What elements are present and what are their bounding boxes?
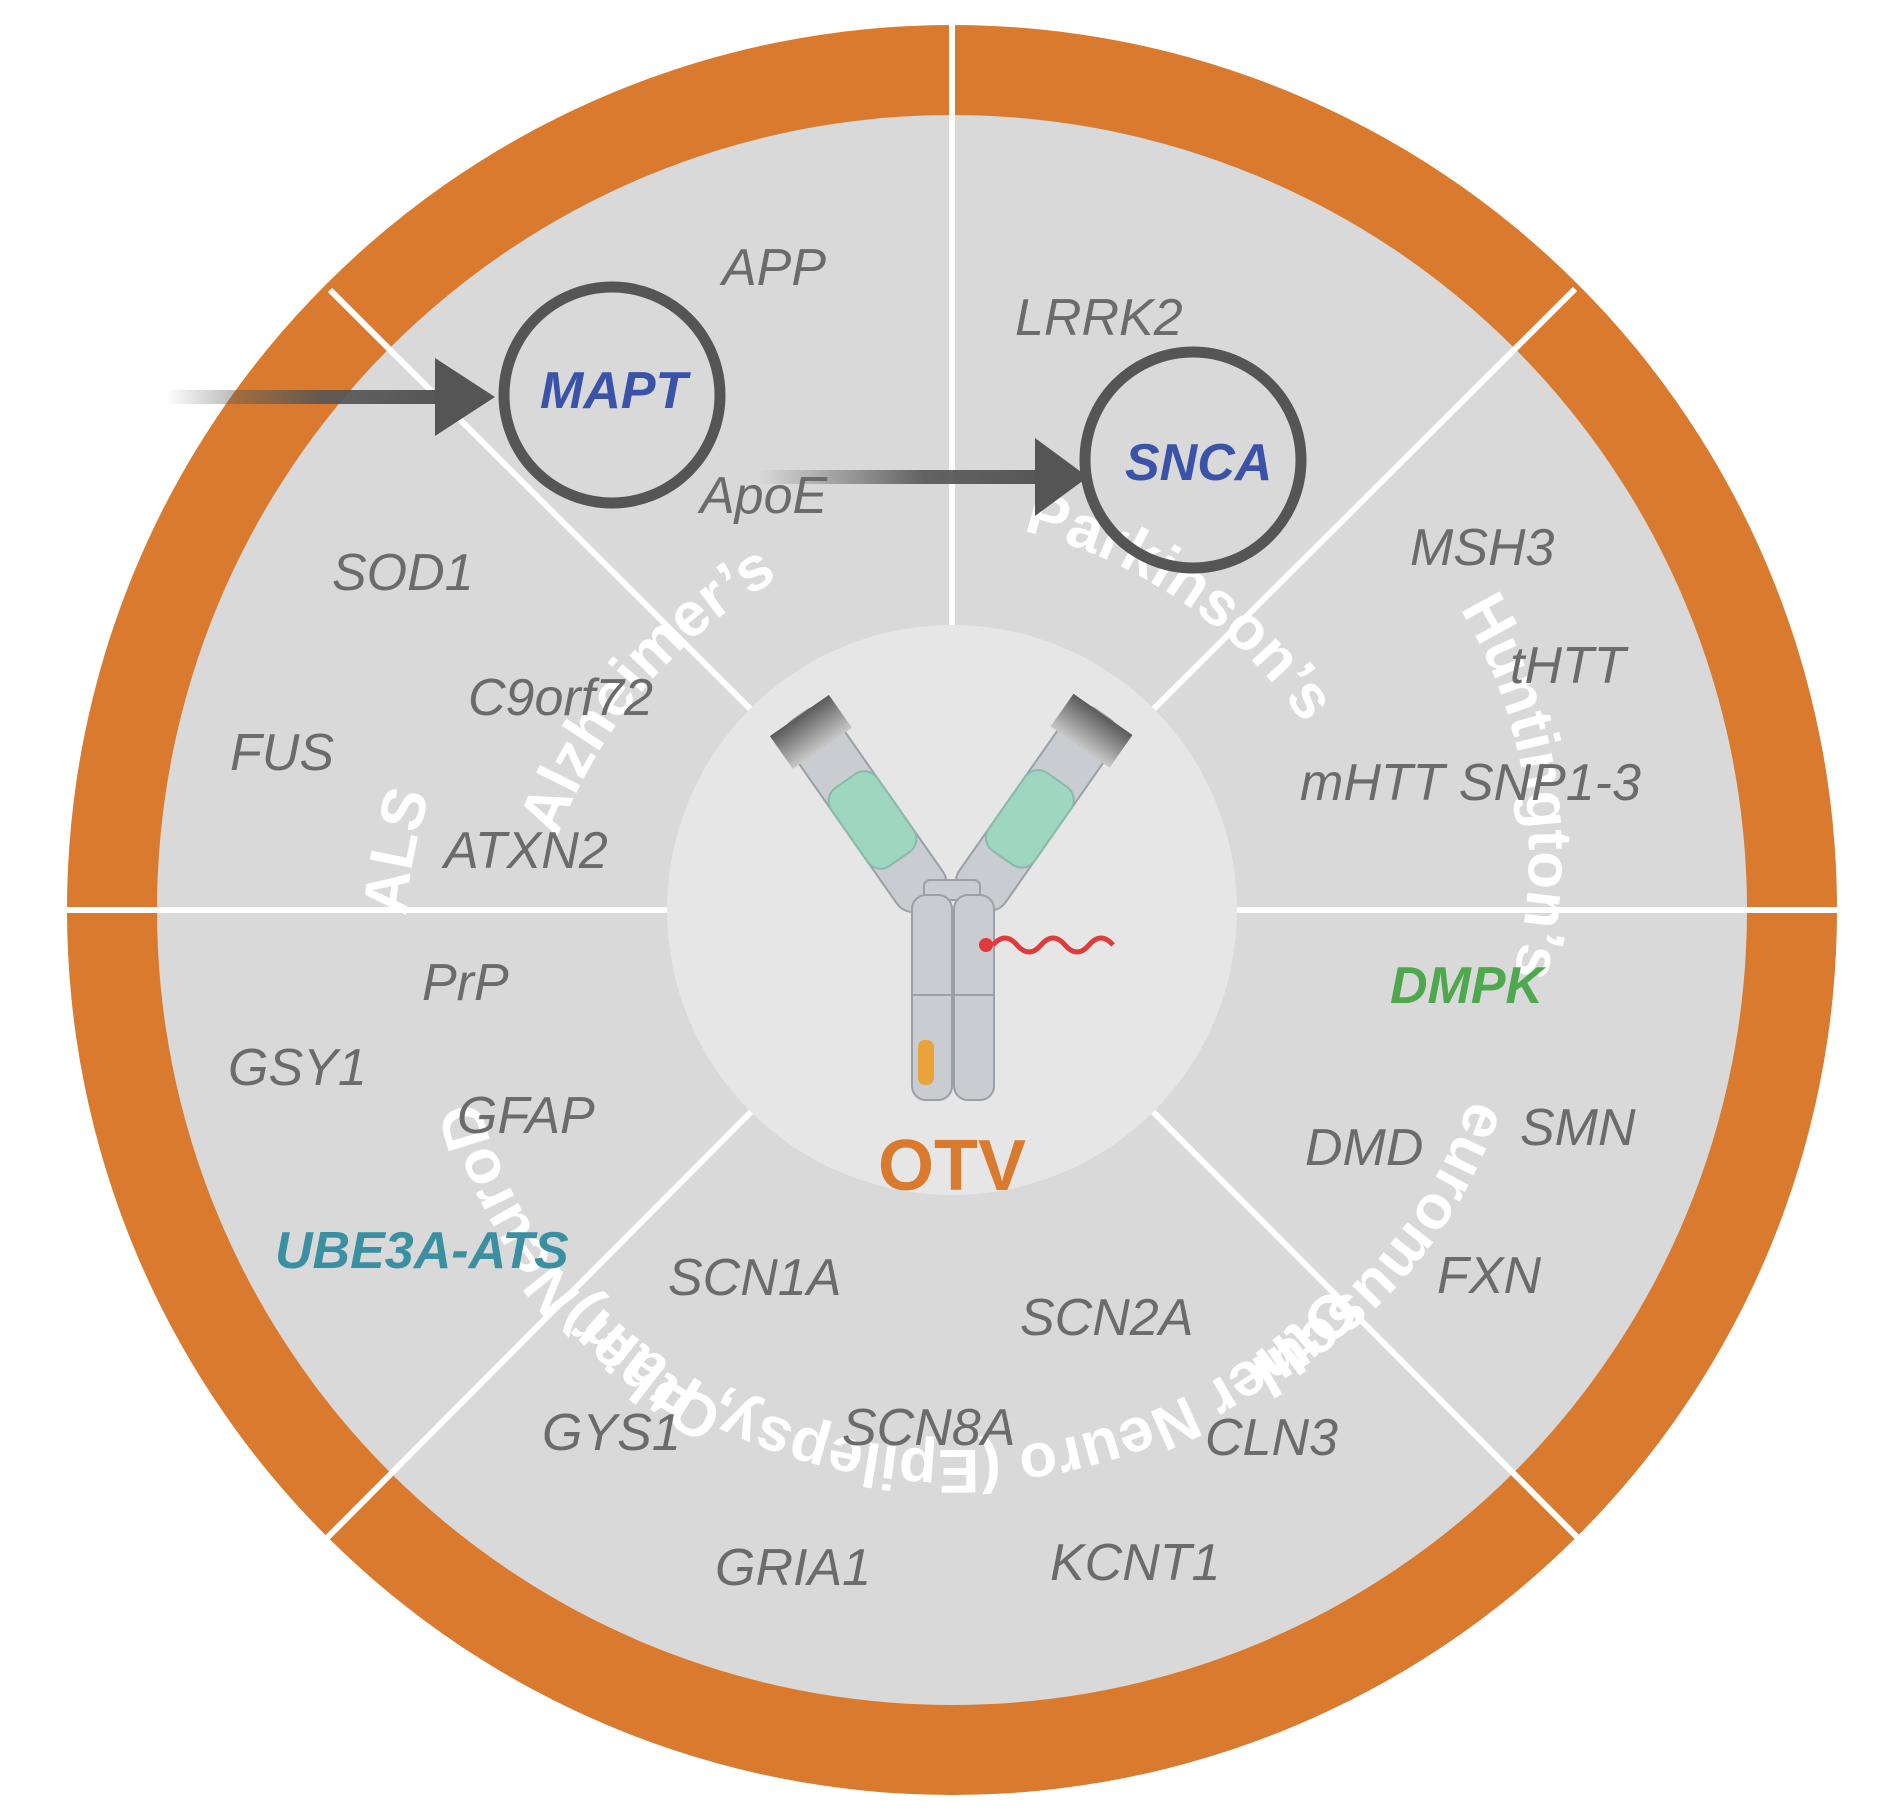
mapt-arrow [165,358,495,436]
mapt-highlight-circle [498,281,726,509]
gene-label: C9orf72 [468,669,653,727]
gene-label: APP [719,239,826,297]
gene-label: FXN [1437,1247,1541,1305]
gene-label: GRIA1 [715,1539,871,1597]
gene-label-highlighted: UBE3A-ATS [275,1222,569,1280]
gene-label-highlighted: DMPK [1390,957,1547,1015]
gene-label: SCN1A [668,1249,841,1307]
gene-label: MSH3 [1410,519,1555,577]
gene-label: tHTT [1510,637,1629,695]
gene-label: SOD1 [332,544,474,602]
gene-label: SCN8A [842,1399,1015,1457]
snca-arrow [758,438,1088,516]
gene-label: GFAP [457,1087,595,1145]
center-label: OTV [878,1126,1026,1206]
gene-label-highlighted: MAPT [540,362,692,420]
gene-label: LRRK2 [1015,289,1183,347]
gene-label-highlighted: SNCA [1125,434,1272,492]
gene-label: FUS [230,724,334,782]
snca-highlight-circle [1079,346,1307,574]
gene-label: ATXN2 [441,822,608,880]
gene-label: GSY1 [228,1039,367,1097]
gene-label: CLN3 [1205,1409,1338,1467]
antibody-icon [769,693,1133,1101]
gene-label: DMD [1305,1119,1423,1177]
gene-label: GYS1 [542,1404,681,1462]
gene-label: KCNT1 [1050,1534,1220,1592]
gene-label: mHTT SNP1-3 [1300,754,1641,812]
gene-label: SMN [1520,1099,1636,1157]
gene-label: PrP [422,954,509,1012]
gene-label: ApoE [697,467,829,525]
gene-label: SCN2A [1020,1289,1193,1347]
